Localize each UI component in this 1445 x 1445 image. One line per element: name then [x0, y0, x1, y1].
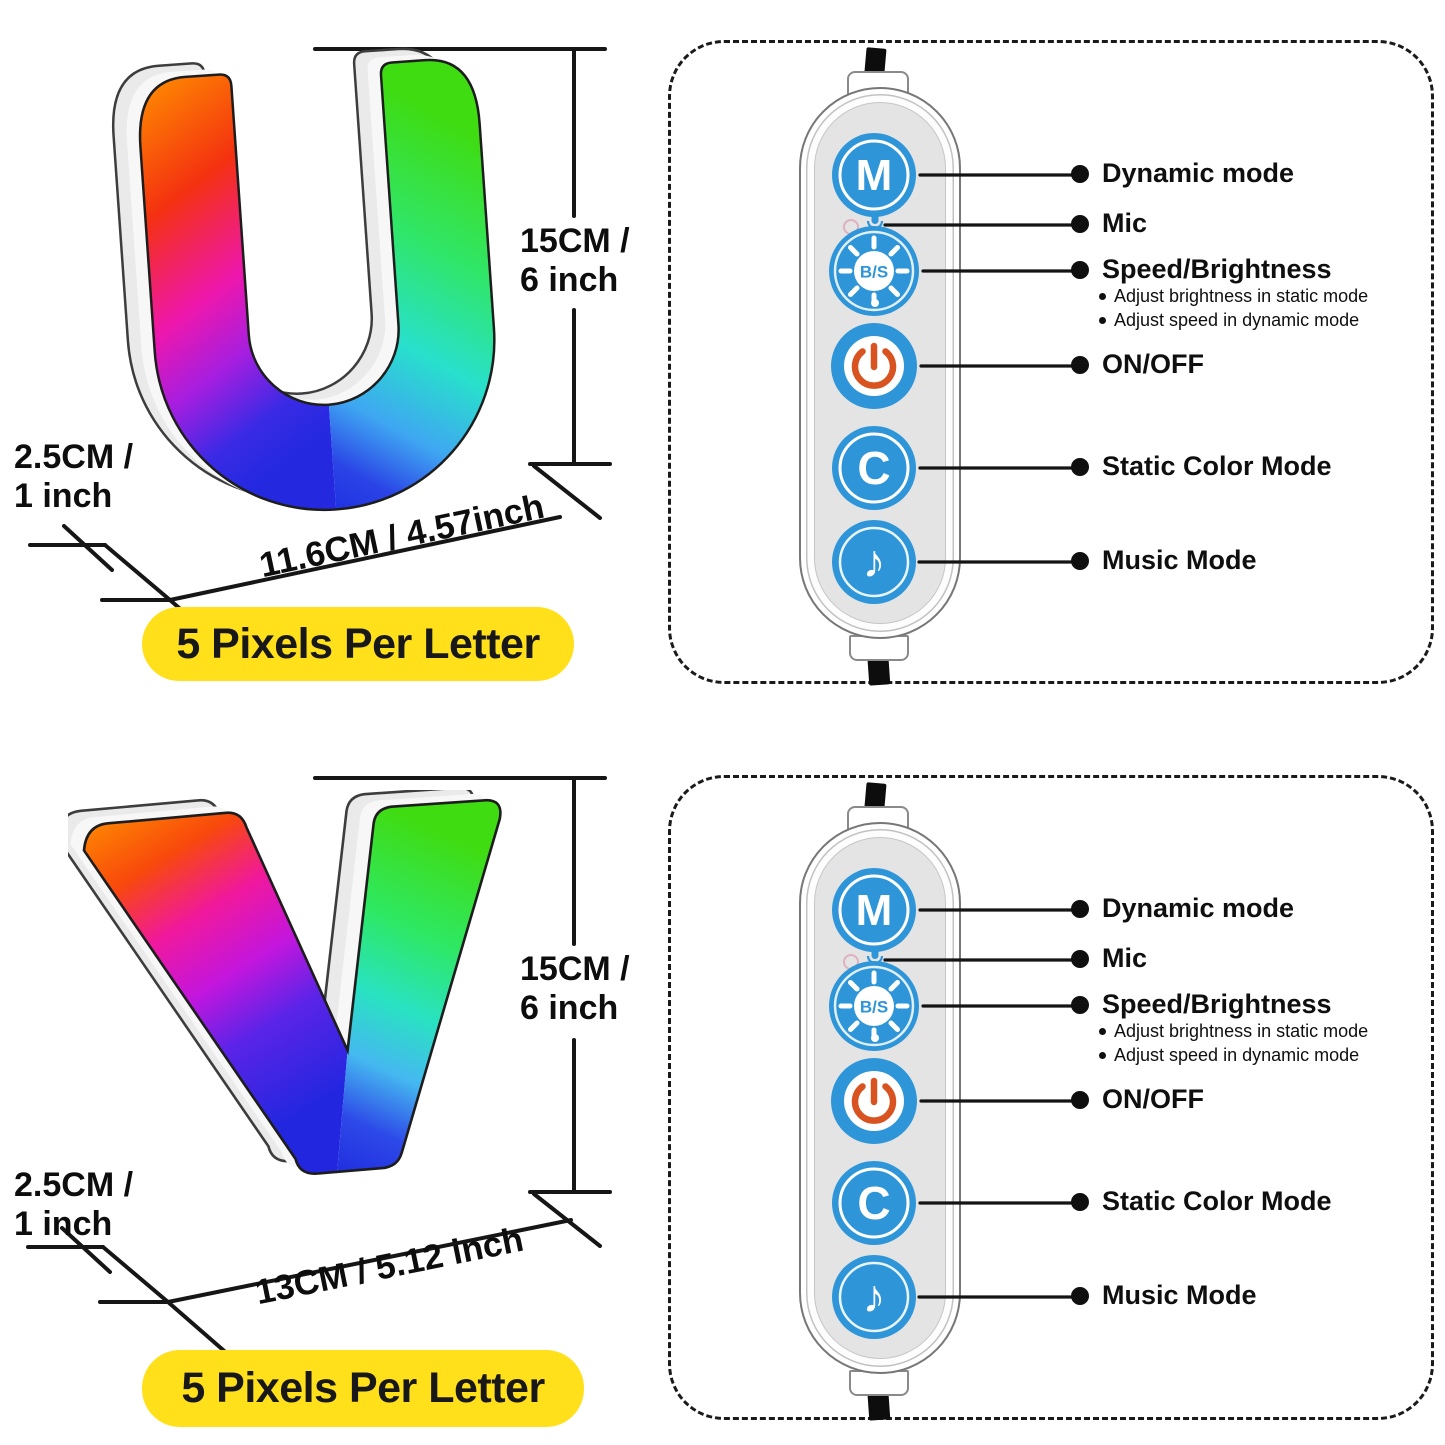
label-on-off: ON/OFF	[1071, 1084, 1204, 1115]
power-icon	[851, 1077, 897, 1124]
svg-text:M: M	[856, 151, 893, 200]
label-static-color: Static Color Mode	[1071, 451, 1332, 482]
label-dynamic-mode: Dynamic mode	[1071, 893, 1294, 924]
svg-text:B/S: B/S	[860, 998, 888, 1017]
power-button	[831, 1058, 917, 1144]
v-depth-dimension: 2.5CM / 1 inch	[14, 1166, 134, 1243]
label-music-mode: Music Mode	[1071, 1280, 1257, 1311]
svg-text:C: C	[857, 442, 890, 494]
static-color-button: C	[832, 1161, 916, 1245]
power-icon	[851, 342, 897, 389]
label-dynamic-mode: Dynamic mode	[1071, 158, 1294, 189]
m-button: M	[832, 868, 916, 952]
u-pixels-badge: 5 Pixels Per Letter	[142, 607, 574, 681]
remote-callout-panel-top: M B/S	[668, 40, 1434, 686]
svg-text:C: C	[857, 1177, 890, 1229]
letter-u-light	[111, 47, 496, 512]
label-static-color: Static Color Mode	[1071, 1186, 1332, 1217]
sun-icon	[838, 970, 910, 1042]
v-height-dimension: 15CM / 6 inch	[520, 950, 630, 1027]
remote-callout-panel-bottom: M B/S	[668, 775, 1434, 1421]
svg-text:B/S: B/S	[860, 263, 888, 282]
callout-lines	[883, 908, 1082, 1299]
divider-dot	[871, 299, 879, 307]
label-mic: Mic	[1071, 943, 1147, 974]
static-color-button: C	[832, 426, 916, 510]
label-speed-brightness: Speed/Brightness	[1071, 989, 1332, 1020]
note-speed: Adjust speed in dynamic mode	[1099, 1045, 1359, 1066]
callout-lines	[883, 173, 1082, 564]
label-on-off: ON/OFF	[1071, 349, 1204, 380]
label-speed-brightness: Speed/Brightness	[1071, 254, 1332, 285]
note-brightness: Adjust brightness in static mode	[1099, 1021, 1368, 1042]
svg-text:M: M	[856, 886, 893, 935]
music-note-icon: ♪	[863, 535, 886, 587]
label-music-mode: Music Mode	[1071, 545, 1257, 576]
music-mode-button: ♪	[832, 1255, 916, 1339]
music-note-icon: ♪	[863, 1270, 886, 1322]
letter-v-light	[68, 790, 502, 1175]
power-button	[831, 323, 917, 409]
m-button: M	[832, 133, 916, 217]
label-mic: Mic	[1071, 208, 1147, 239]
speed-brightness-button: B/S	[829, 961, 919, 1051]
u-height-dimension: 15CM / 6 inch	[520, 222, 630, 299]
note-speed: Adjust speed in dynamic mode	[1099, 310, 1359, 331]
divider-dot	[871, 1034, 879, 1042]
note-brightness: Adjust brightness in static mode	[1099, 286, 1368, 307]
u-depth-dimension: 2.5CM / 1 inch	[14, 438, 134, 515]
music-mode-button: ♪	[832, 520, 916, 604]
v-pixels-badge: 5 Pixels Per Letter	[142, 1350, 584, 1427]
